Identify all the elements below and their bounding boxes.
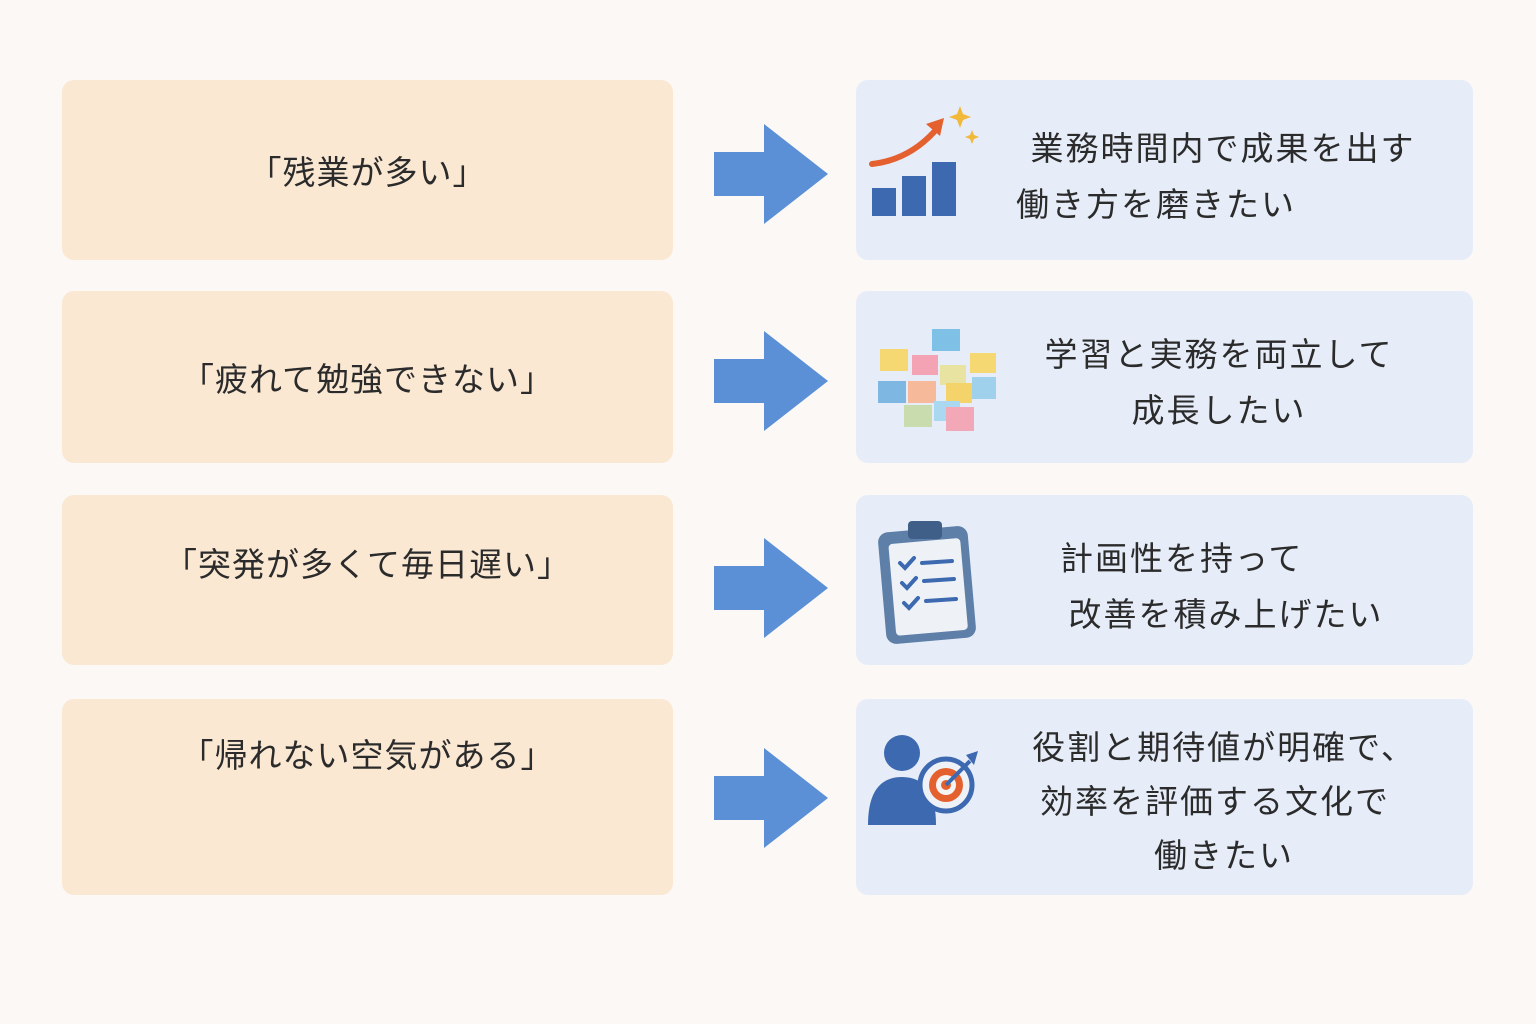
clipboard-checklist-icon: [878, 521, 976, 644]
goal-line: 効率を評価する文化で: [1040, 782, 1390, 821]
right-arrow-icon: [714, 538, 828, 638]
goal-box: 役割と期待値が明確で、 効率を評価する文化で 働きたい: [856, 699, 1473, 895]
goal-line: 改善を積み上げたい: [1068, 595, 1384, 634]
problem-box: 「残業が多い」: [62, 80, 673, 260]
problem-box: 「疲れて勉強できない」: [62, 291, 673, 463]
goal-text: 業務時間内で成果を出す 働き方を磨きたい: [988, 121, 1458, 233]
problem-text: 「残業が多い」: [248, 153, 487, 192]
goal-line: 学習と実務を両立して: [1044, 335, 1394, 374]
goal-text: 計画性を持って 改善を積み上げたい: [1006, 531, 1446, 643]
goal-text: 役割と期待値が明確で、 効率を評価する文化で 働きたい: [994, 721, 1454, 883]
right-arrow-icon: [714, 331, 828, 431]
goal-line: 業務時間内で成果を出す: [1030, 129, 1416, 168]
problem-text: 「突発が多くて毎日遅い」: [163, 545, 571, 584]
right-arrow-icon: [714, 748, 828, 848]
sticky-notes-icon: [878, 329, 996, 431]
goal-line: 働き方を磨きたい: [1016, 185, 1296, 224]
goal-box: 学習と実務を両立して 成長したい: [856, 291, 1473, 463]
problem-box: 「帰れない空気がある」: [62, 699, 673, 895]
growth-chart-icon: [869, 106, 979, 216]
goal-line: 働きたい: [1154, 836, 1294, 875]
goal-text: 学習と実務を両立して 成長したい: [1004, 327, 1434, 439]
goal-line: 役割と期待値が明確で、: [1032, 728, 1416, 767]
goal-line: 計画性を持って: [1060, 539, 1304, 578]
goal-box: 計画性を持って 改善を積み上げたい: [856, 495, 1473, 665]
right-arrow-icon: [714, 124, 828, 224]
goal-box: 業務時間内で成果を出す 働き方を磨きたい: [856, 80, 1473, 260]
problem-text: 「疲れて勉強できない」: [180, 360, 554, 399]
problem-box: 「突発が多くて毎日遅い」: [62, 495, 673, 665]
person-target-icon: [868, 735, 978, 825]
problem-text: 「帰れない空気がある」: [180, 736, 555, 775]
goal-line: 成長したい: [1131, 391, 1307, 430]
